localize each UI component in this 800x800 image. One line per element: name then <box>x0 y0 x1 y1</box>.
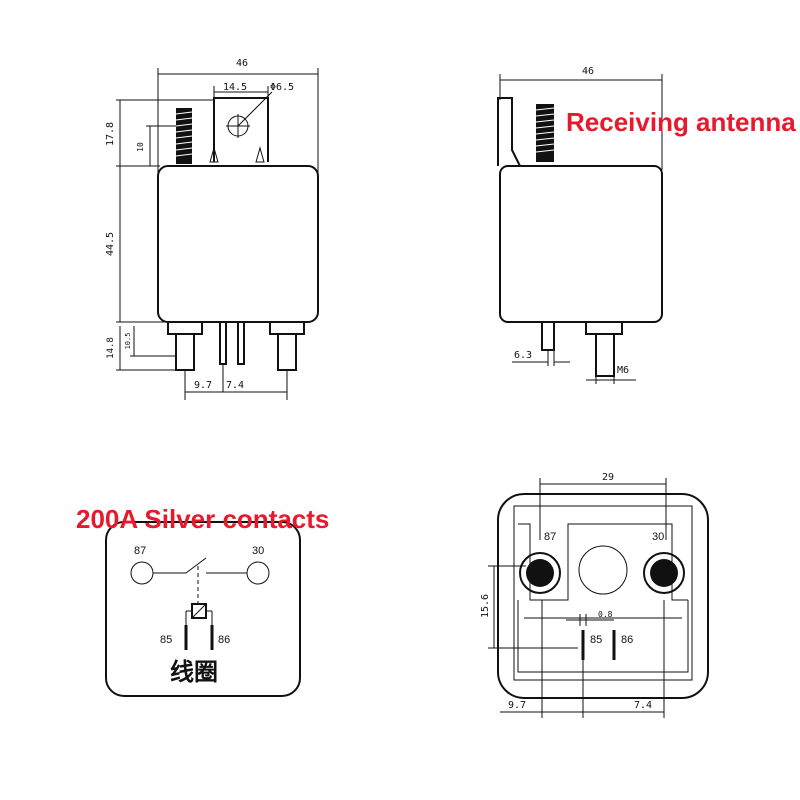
bottom-gap-b-dim: 7.4 <box>634 700 652 711</box>
schem-pin-30: 30 <box>252 545 264 557</box>
coil-blade-b <box>237 321 245 365</box>
stud-left <box>175 333 195 371</box>
side-stud-dim: M6 <box>617 365 629 376</box>
relay-body-side <box>499 165 663 323</box>
schematic-view: 200A Silver contacts 87 30 85 86 线圈 <box>76 504 329 697</box>
stud-right <box>277 333 297 371</box>
schem-pin-85: 85 <box>160 634 172 646</box>
front-gap-a-dim: 9.7 <box>194 380 212 391</box>
bottom-width-dim: 29 <box>602 472 614 483</box>
stud-30 <box>650 559 678 587</box>
front-pin-length-dim: 14.8 <box>106 337 116 359</box>
schem-pin-86: 86 <box>218 634 230 646</box>
schematic-frame <box>105 521 301 697</box>
bottom-height-dim: 15.6 <box>480 594 491 618</box>
center-circle <box>578 545 628 595</box>
side-width-dim: 46 <box>582 66 594 77</box>
front-tab-width-dim: 14.5 <box>223 82 247 93</box>
terminal-87-circle <box>130 561 154 585</box>
stud-30-outer <box>643 552 685 594</box>
side-blade <box>541 321 555 351</box>
front-body-height-dim: 44.5 <box>105 232 116 256</box>
terminal-base-right <box>269 321 305 335</box>
bottom-gap-a-dim: 9.7 <box>508 700 526 711</box>
front-antenna-dim: 10 <box>136 142 145 152</box>
side-tab-width-dim: 6.3 <box>514 350 532 361</box>
bottom-pin-87: 87 <box>544 531 556 543</box>
coil-blade-a <box>219 321 227 365</box>
stud-87 <box>526 559 554 587</box>
bottom-view: 29 87 30 15.6 0.8 85 86 9.7 7.4 <box>480 472 709 718</box>
schem-pin-87: 87 <box>134 545 146 557</box>
bottom-blade-gap-dim: 0.8 <box>598 610 613 619</box>
front-width-dim: 46 <box>236 58 248 69</box>
front-view: 46 14.5 Φ6.5 17.8 10 44.5 <box>105 58 319 400</box>
bottom-pin-30: 30 <box>652 531 664 543</box>
silver-contacts-caption: 200A Silver contacts <box>76 504 329 534</box>
bottom-outer-frame <box>497 493 709 699</box>
receiving-antenna-caption: Receiving antenna <box>566 107 796 137</box>
side-stud <box>595 333 615 377</box>
front-gap-b-dim: 7.4 <box>226 380 244 391</box>
front-hole-dim: Φ6.5 <box>270 82 294 93</box>
coil-label: 线圈 <box>170 658 218 686</box>
front-pin-short-dim: 10.5 <box>124 333 132 350</box>
stud-87-outer <box>519 552 561 594</box>
terminal-30-circle <box>246 561 270 585</box>
bottom-pin-86: 86 <box>621 634 633 646</box>
terminal-base-left <box>167 321 203 335</box>
front-top-height-dim: 17.8 <box>105 122 116 146</box>
side-terminal-base <box>585 321 623 335</box>
relay-body-front <box>157 165 319 323</box>
bottom-pin-85: 85 <box>590 634 602 646</box>
side-view: 46 Receiving antenna 6.3 M6 <box>497 66 796 384</box>
switch-contact <box>185 557 207 574</box>
